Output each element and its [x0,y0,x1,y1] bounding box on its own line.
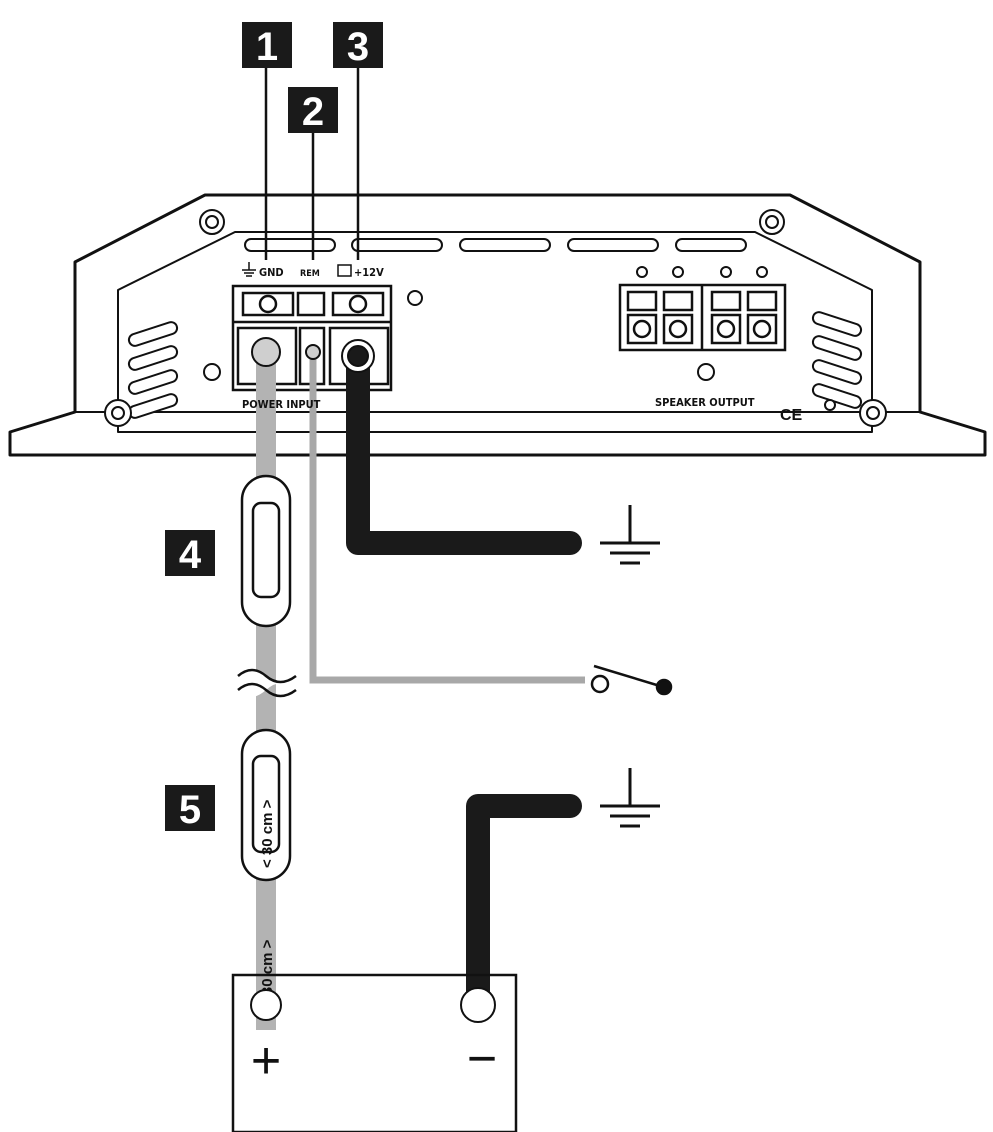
battery-plus-label: + [251,1032,281,1090]
battery [231,973,518,1132]
power-input-label: POWER INPUT [242,398,321,411]
badge-5: 5 [165,785,215,832]
speaker-output-label: SPEAKER OUTPUT [655,396,755,409]
badge-3: 3 [333,22,383,69]
svg-text:4: 4 [179,533,202,577]
gnd-label: GND [259,266,284,279]
svg-text:3: 3 [347,25,369,69]
badge-2: 2 [288,87,338,134]
battery-body [231,973,518,1132]
wire-socket-ends [251,337,375,373]
ground-icon-amp [600,505,660,565]
remote-wire [309,352,585,684]
badge-4: 4 [165,530,215,577]
ground-icon-battery [600,768,660,828]
cooling-fins-left [127,321,179,419]
cooling-fins-right [811,311,863,409]
battery-ground-cable [466,794,582,1017]
leader-lines [264,68,360,260]
battery-minus-label: − [467,1030,497,1088]
mounting-screws [104,209,887,427]
battery-label-icon [337,264,352,277]
battery-plus-terminal [250,989,282,1021]
svg-text:1: 1 [256,25,278,69]
amp-ground-cable [346,348,582,555]
remote-switch-icon [590,664,673,696]
fuse-holder-5 [240,728,292,882]
cable-break-icon [237,668,297,698]
speaker-polarity-markers [636,266,768,278]
distance-label-upper: < 30 cm > [259,799,276,868]
speaker-output-terminal [618,283,787,352]
svg-text:2: 2 [302,90,324,134]
fuse-holder-4 [240,474,292,628]
svg-text:5: 5 [179,788,201,832]
rem-label: REM [300,269,320,279]
ce-mark: CE [780,407,803,424]
battery-minus-terminal [460,987,496,1023]
plus12v-label: +12V [354,266,384,279]
ground-label-icon [242,262,256,277]
badge-1: 1 [242,22,292,69]
